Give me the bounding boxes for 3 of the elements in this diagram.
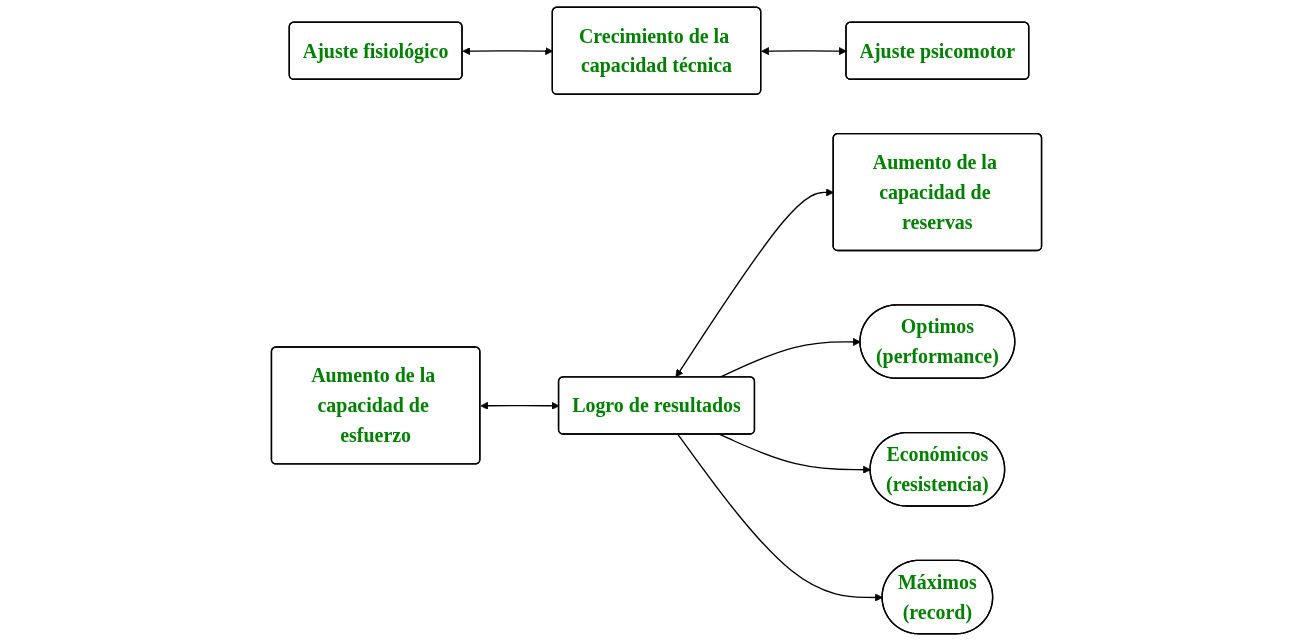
arrow <box>675 188 834 378</box>
arrow <box>677 433 883 602</box>
arrow <box>719 433 871 474</box>
